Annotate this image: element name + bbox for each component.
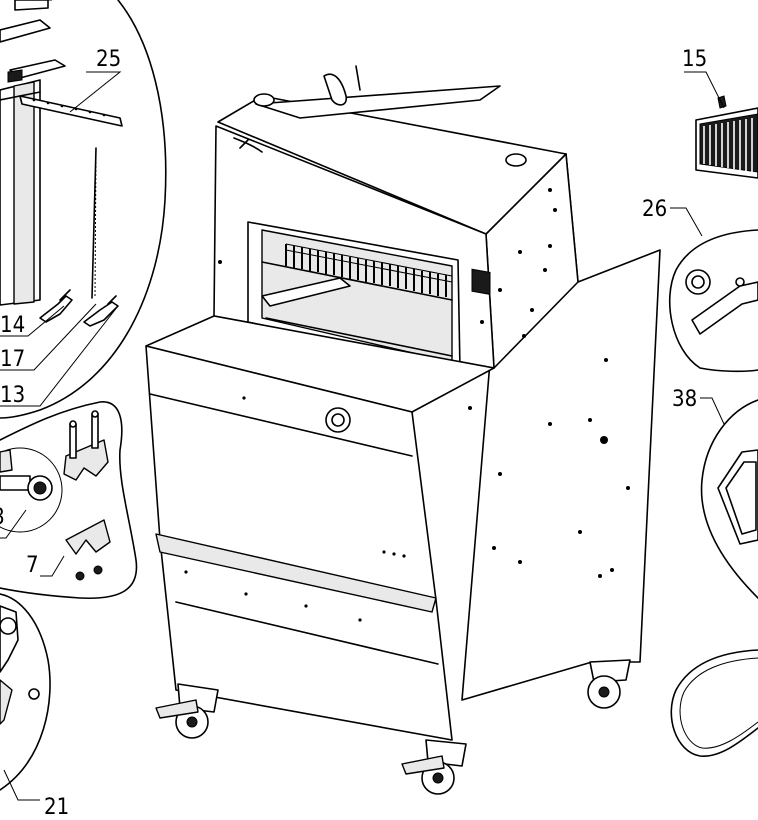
callout-17: 17 [0,347,25,372]
callout-15: 15 [682,47,707,72]
callout-13: 13 [0,383,25,408]
callout-leaders [0,0,725,801]
blade-comb [261,243,453,357]
detail-bubble-drive-arm [0,593,51,791]
belt-loop [670,649,758,757]
detail-bubble-bearings [0,401,138,600]
callout-21: 21 [44,795,69,820]
detail-bubble-26 [668,229,758,373]
callout-14: 14 [0,313,25,338]
callout-26: 26 [642,197,667,222]
caster-wheels [155,659,631,795]
bar-holes [32,98,106,117]
detail-part-15-heatsink [695,95,758,179]
detail-bubble-blade-guides [0,0,167,419]
bread-slicer-machine [145,65,661,795]
rivet-dots [184,188,630,622]
callout-25: 25 [96,47,121,72]
callout-7: 7 [26,553,39,578]
callout-38: 38 [672,387,697,412]
detail-bubble-38 [700,399,758,599]
callout-8: 8 [0,505,5,530]
